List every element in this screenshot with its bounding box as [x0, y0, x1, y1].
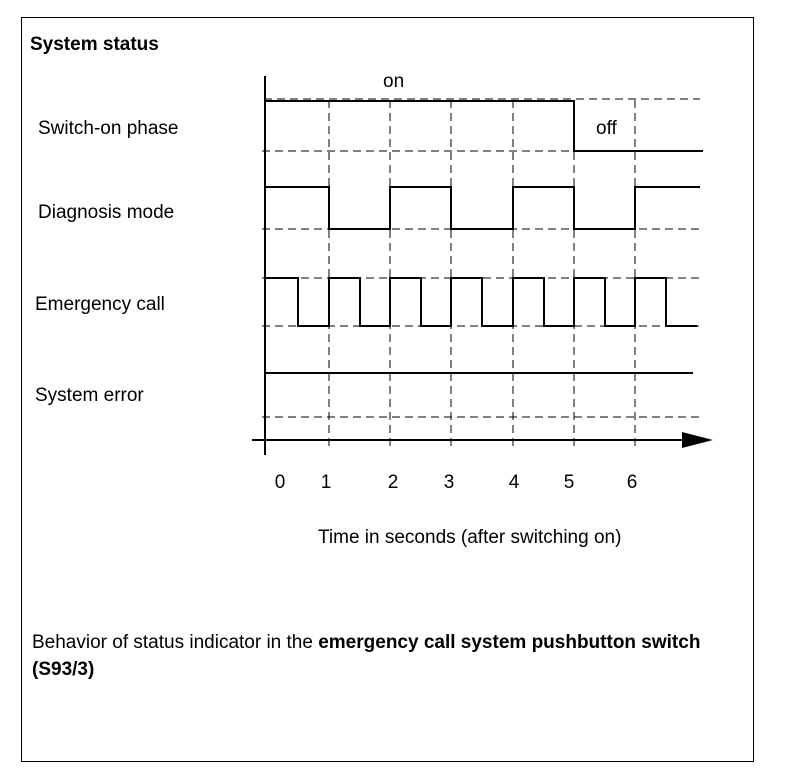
time-tick-labels: 0 1 2 3 4 5 6	[275, 472, 638, 493]
waveform-emergency-call	[265, 277, 697, 327]
time-axis-arrowhead	[682, 432, 713, 448]
tick-label: 4	[509, 472, 520, 493]
row-label-switch-on-phase: Switch-on phase	[38, 118, 179, 139]
caption-prefix: Behavior of status indicator in the	[32, 632, 319, 653]
axis-title: Time in seconds (after switching on)	[318, 527, 622, 548]
row-label-system-error: System error	[35, 385, 144, 406]
waveforms	[265, 100, 703, 374]
row-label-emergency-call: Emergency call	[35, 294, 165, 315]
tick-label: 0	[275, 472, 286, 493]
state-label-on: on	[383, 71, 404, 92]
diagram-heading: System status	[30, 34, 159, 55]
time-gridlines	[328, 100, 636, 450]
diagram-caption: Behavior of status indicator in the emer…	[32, 629, 712, 683]
tick-label: 1	[321, 472, 332, 493]
caption-bold: emergency call system pushbutton switch …	[32, 632, 701, 680]
tick-label: 5	[564, 472, 575, 493]
state-label-off: off	[596, 118, 618, 139]
tick-label: 6	[627, 472, 638, 493]
tick-label: 3	[444, 472, 455, 493]
tick-label: 2	[388, 472, 399, 493]
waveform-switch-on-phase	[265, 100, 703, 152]
diagram-frame	[21, 17, 754, 762]
row-label-diagnosis-mode: Diagnosis mode	[38, 202, 175, 223]
level-reference-lines	[262, 98, 700, 418]
waveform-diagnosis-mode	[265, 186, 700, 230]
